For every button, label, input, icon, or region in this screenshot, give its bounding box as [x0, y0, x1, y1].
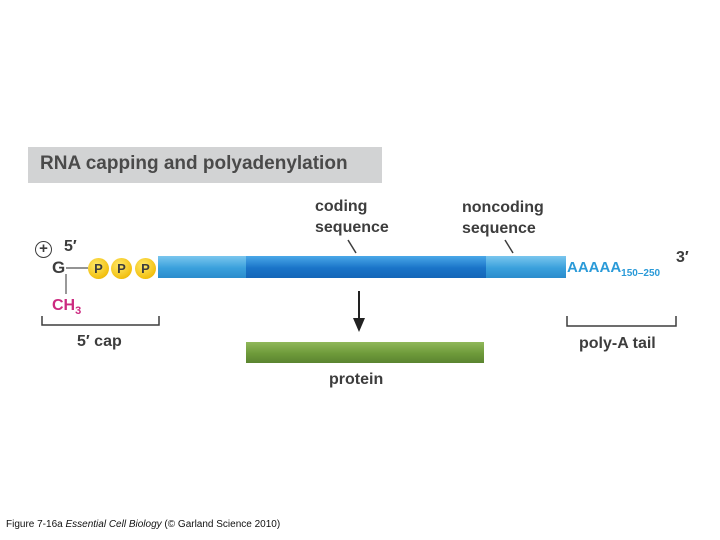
figure-caption: Figure 7-16a Essential Cell Biology (© G… — [6, 519, 280, 530]
three-prime-label: 3′ — [676, 249, 689, 266]
poly-a-sequence: AAAAA150–250 — [567, 259, 660, 279]
five-prime-label: 5′ — [64, 238, 77, 255]
diagram-title: RNA capping and polyadenylation — [40, 153, 348, 174]
ch3-base: CH — [52, 297, 76, 314]
poly-a-base: AAAAA — [567, 259, 622, 276]
noncoding-label-line2: sequence — [462, 220, 536, 237]
guanine-label: G — [52, 258, 66, 277]
coding-label-line1: coding — [315, 198, 368, 215]
methyl-group-label: CH3 — [52, 297, 81, 317]
caption-book-title: Essential Cell Biology — [65, 519, 162, 530]
phosphate-3: P — [135, 258, 156, 279]
five-cap-label: 5′ cap — [77, 333, 122, 350]
poly-a-tail-bracket — [566, 316, 677, 327]
mrna-coding-region — [246, 256, 486, 278]
noncoding-pointer-line — [504, 239, 514, 254]
positive-charge-icon: + — [35, 241, 52, 258]
title-bar — [28, 147, 382, 183]
noncoding-label-line1: noncoding — [462, 199, 544, 216]
phosphate-1: P — [88, 258, 109, 279]
five-cap-bracket — [41, 316, 160, 326]
coding-sequence-label: coding sequence — [315, 196, 389, 238]
poly-a-subscript: 150–250 — [621, 268, 661, 279]
caption-prefix: Figure 7-16a — [6, 519, 66, 530]
poly-a-tail-label: poly-A tail — [579, 335, 656, 352]
protein-label: protein — [329, 371, 384, 388]
noncoding-sequence-label: noncoding sequence — [462, 197, 544, 239]
protein-bar — [246, 342, 484, 363]
coding-label-line2: sequence — [315, 219, 389, 236]
coding-pointer-line — [347, 239, 357, 254]
ch3-subscript: 3 — [75, 305, 82, 318]
caption-suffix: (© Garland Science 2010) — [161, 519, 281, 530]
translation-arrow-head — [353, 318, 365, 332]
phosphate-2: P — [111, 258, 132, 279]
